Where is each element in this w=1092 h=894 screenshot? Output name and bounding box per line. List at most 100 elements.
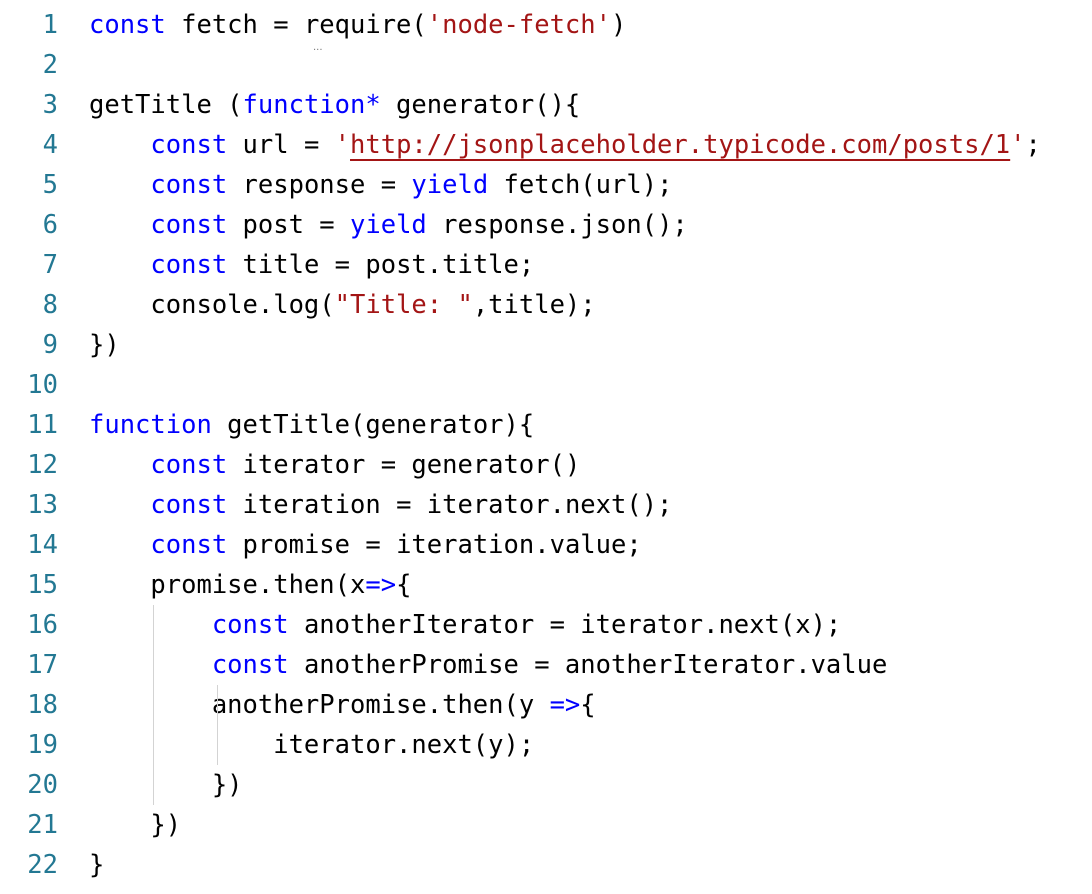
indent-guide — [217, 685, 218, 765]
line-number: 12 — [27, 450, 58, 480]
line-number: 10 — [27, 370, 58, 400]
line-number: 6 — [42, 210, 58, 240]
text-token — [89, 450, 150, 480]
code-text: console.log("Title: ",title); — [89, 285, 596, 325]
code-text: const anotherPromise = anotherIterator.v… — [89, 645, 888, 685]
text-token: { — [396, 570, 412, 600]
text-token: promise = iteration.value; — [227, 530, 642, 560]
keyword-token: const — [150, 530, 228, 560]
code-line[interactable]: 3 getTitle (function* generator(){ — [0, 85, 1092, 125]
code-line[interactable]: 13 const iteration = iterator.next(); — [0, 485, 1092, 525]
line-number: 19 — [27, 730, 58, 760]
code-text: iterator.next(y); — [89, 725, 534, 765]
text-token: console.log( — [89, 290, 335, 320]
text-token — [89, 610, 212, 640]
line-number: 11 — [27, 410, 58, 440]
keyword-token: yield — [411, 170, 489, 200]
code-line[interactable]: 1 const fetch = require('node-fetch') — [0, 5, 1092, 45]
text-token: response.json(); — [426, 210, 688, 240]
text-token — [89, 490, 150, 520]
code-line[interactable]: 19 iterator.next(y); — [0, 725, 1092, 765]
code-line[interactable]: 18 anotherPromise.then(y =>{ — [0, 685, 1092, 725]
link-token[interactable]: http://jsonplaceholder.typicode.com/post… — [350, 130, 1011, 160]
keyword-token: function — [89, 410, 212, 440]
line-number: 21 — [27, 810, 58, 840]
keyword-token: const — [150, 170, 228, 200]
code-text: const promise = iteration.value; — [89, 525, 642, 565]
text-token — [89, 130, 150, 160]
text-token: }) — [89, 810, 182, 840]
keyword-token: const — [150, 450, 228, 480]
line-number: 2 — [42, 50, 58, 80]
line-number: 4 — [42, 130, 58, 160]
keyword-token: yield — [350, 210, 427, 240]
code-line[interactable]: 22} — [0, 845, 1092, 885]
code-line[interactable]: 15 promise.then(x=>{ — [0, 565, 1092, 605]
code-text: }) — [89, 805, 181, 845]
line-number: 1 — [42, 10, 58, 40]
line-number: 13 — [27, 490, 58, 520]
string-token: ' — [1010, 130, 1026, 160]
code-line[interactable]: 2 — [0, 45, 1092, 85]
line-number: 20 — [27, 770, 58, 800]
text-token: iteration = iterator.next(); — [227, 490, 673, 520]
code-line[interactable]: 16 const anotherIterator = iterator.next… — [0, 605, 1092, 645]
keyword-token: function* — [242, 90, 381, 120]
text-token: ,title); — [472, 290, 596, 320]
code-text: const url = 'http://jsonplaceholder.typi… — [89, 125, 1040, 165]
code-text: const title = post.title; — [89, 245, 534, 285]
code-text: const fetch = require('node-fetch') — [89, 5, 626, 45]
text-token: }) — [89, 770, 243, 800]
string-token: 'node-fetch' — [426, 10, 611, 40]
code-line[interactable]: 14 const promise = iteration.value; — [0, 525, 1092, 565]
text-token: } — [89, 850, 105, 880]
text-token: }) — [89, 330, 120, 360]
code-line[interactable]: 21 }) — [0, 805, 1092, 845]
code-line[interactable]: 17 const anotherPromise = anotherIterato… — [0, 645, 1092, 685]
line-number: 15 — [27, 570, 58, 600]
line-number: 3 — [42, 90, 58, 120]
keyword-token: => — [365, 570, 397, 600]
code-line[interactable]: 8 console.log("Title: ",title); — [0, 285, 1092, 325]
text-token: ) — [611, 10, 627, 40]
code-text: const iteration = iterator.next(); — [89, 485, 672, 525]
code-line[interactable]: 4 const url = 'http://jsonplaceholder.ty… — [0, 125, 1092, 165]
code-line[interactable]: 10 — [0, 365, 1092, 405]
code-text: function getTitle(generator){ — [89, 405, 534, 445]
keyword-token: const — [89, 10, 166, 40]
text-token: { — [580, 690, 596, 720]
keyword-token: const — [211, 650, 289, 680]
text-token: promise.then(x — [89, 570, 366, 600]
code-line[interactable]: 7 const title = post.title; — [0, 245, 1092, 285]
keyword-token: const — [150, 210, 228, 240]
code-text: anotherPromise.then(y =>{ — [89, 685, 596, 725]
code-line[interactable]: 20 }) — [0, 765, 1092, 805]
keyword-token: const — [150, 490, 228, 520]
line-number: 18 — [27, 690, 58, 720]
code-text: const anotherIterator = iterator.next(x)… — [89, 605, 841, 645]
line-number: 5 — [42, 170, 58, 200]
text-token: title = post.title; — [227, 250, 535, 280]
hint-dots-icon[interactable]: ... — [313, 42, 323, 53]
indent-guide — [153, 605, 154, 805]
text-token: fetch = — [165, 10, 304, 40]
code-editor[interactable]: 1 const fetch = require('node-fetch') 2 3 ge… — [0, 5, 1092, 885]
code-text: getTitle (function* generator(){ — [89, 85, 580, 125]
code-text: const iterator = generator() — [89, 445, 580, 485]
code-line[interactable]: 9}) — [0, 325, 1092, 365]
code-line[interactable]: 12 const iterator = generator() — [0, 445, 1092, 485]
string-token: ' — [334, 130, 351, 160]
code-line[interactable]: 5 const response = yield fetch(url); — [0, 165, 1092, 205]
code-line[interactable]: 11 function getTitle(generator){ — [0, 405, 1092, 445]
line-number: 9 — [42, 330, 58, 360]
text-token: iterator = generator() — [227, 450, 581, 480]
string-token: "Title: " — [334, 290, 473, 320]
text-token — [89, 530, 150, 560]
code-text: const post = yield response.json(); — [89, 205, 688, 245]
code-line[interactable]: 6 const post = yield response.json(); — [0, 205, 1092, 245]
text-token: fetch(url); — [488, 170, 673, 200]
text-token — [89, 210, 150, 240]
text-token: generator(){ — [380, 90, 581, 120]
text-token — [89, 170, 150, 200]
code-text: promise.then(x=>{ — [89, 565, 411, 605]
